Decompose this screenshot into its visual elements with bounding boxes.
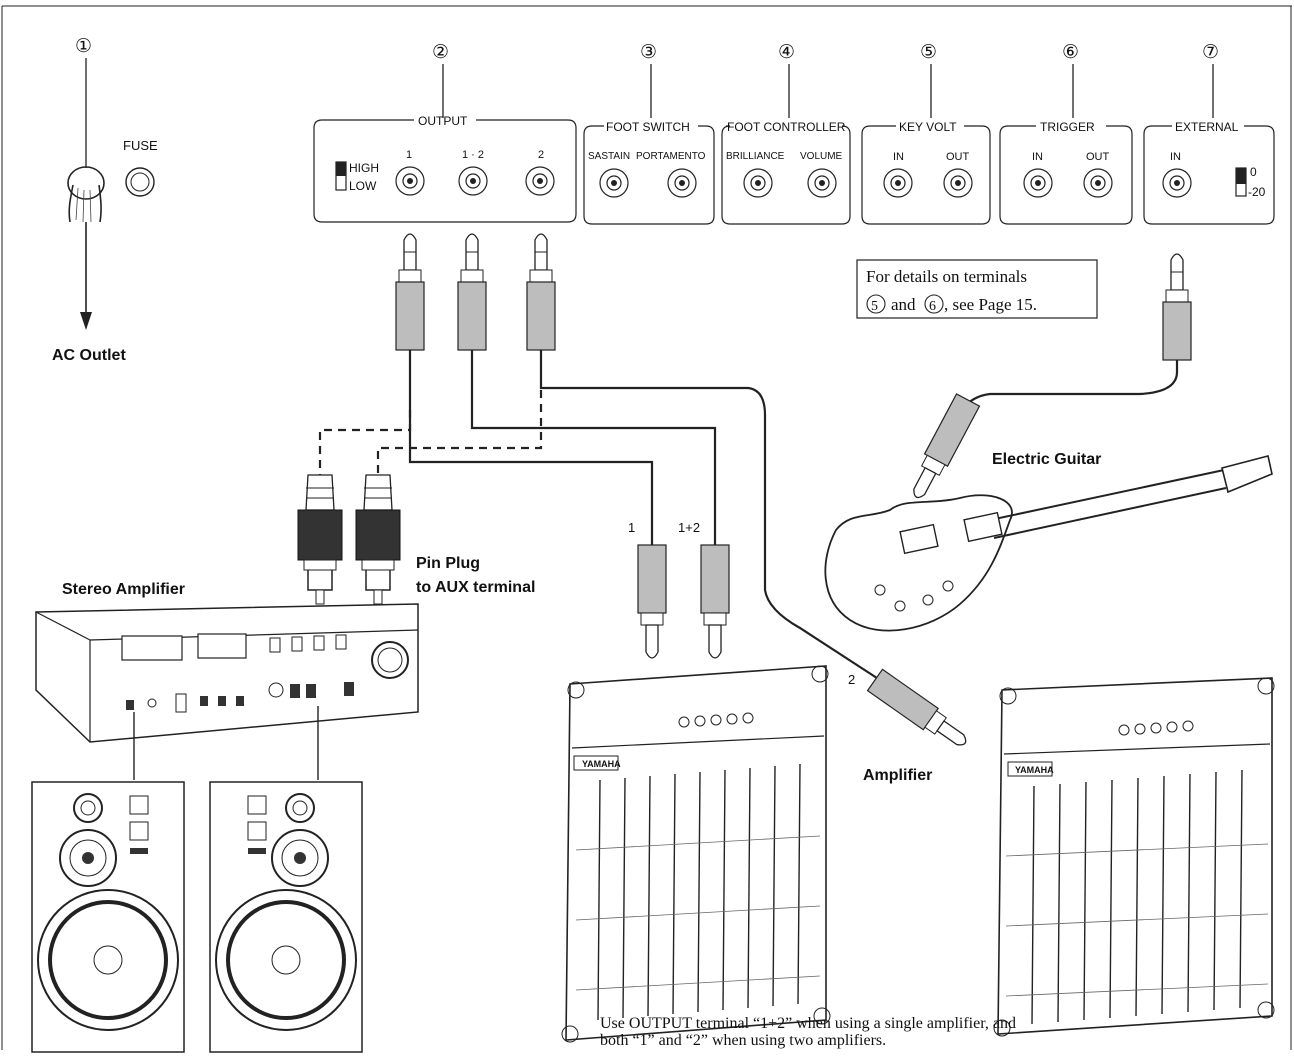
key-volt-title: KEY VOLT [899,120,957,134]
external-in-label: IN [1170,151,1181,163]
amplifier-right: Amplifier YAMAHA [863,678,1274,1036]
plug-output-2 [527,234,555,350]
trigger-panel: TRIGGER IN OUT [1000,120,1132,224]
amplifier-label: Amplifier [863,767,932,784]
plug-output-1 [396,234,424,350]
arrow-down-icon [80,312,92,330]
output-jack-1-label: 1 [406,149,412,161]
output-jack-1[interactable] [396,167,424,195]
note-box: For details on terminals 5 and 6 , see P… [857,260,1097,318]
number-6: ⑥ [1062,41,1079,63]
plug-1-label: 1 [628,520,635,535]
output-jack-2[interactable] [526,167,554,195]
key-volt-in-label: IN [893,151,904,163]
output-jack-12-label: 1 · 2 [462,149,484,161]
pin-plugs: Pin Plug to AUX terminal [298,475,535,604]
external-title: EXTERNAL [1175,120,1239,134]
trigger-in-label: IN [1032,151,1043,163]
electric-guitar: Electric Guitar [825,451,1272,631]
fuse-icon [126,168,154,196]
footer-line-2: both “1” and “2” when using two amplifie… [600,1032,886,1049]
pin-plug-left [298,475,342,604]
plug-guitar [905,394,980,503]
output-panel: OUTPUT HIGH LOW 1 1 · 2 2 [314,114,576,222]
plug-amp-2 [868,669,973,753]
pin-plug-label: Pin Plug [416,555,480,572]
plug-amp-1 [638,545,666,658]
note-circled-5: 5 [871,299,878,314]
level-0-label: 0 [1250,165,1257,179]
plug-12-label: 1+2 [678,520,700,535]
external-in-jack[interactable] [1163,169,1191,197]
high-label: HIGH [349,161,379,175]
volume-label: VOLUME [800,151,843,162]
note-circled-6: 6 [929,299,936,314]
level-20-label: -20 [1248,185,1266,199]
output-title: OUTPUT [418,114,468,128]
number-4: ④ [778,41,795,63]
cables [320,350,1177,680]
foot-controller-title: FOOT CONTROLLER [727,120,846,134]
speaker-left [32,782,184,1052]
ac-outlet-label: AC Outlet [52,347,126,364]
fuse: FUSE [123,138,158,196]
foot-controller-panel: FOOT CONTROLLER BRILLIANCE VOLUME [722,120,850,224]
speaker-right [210,782,362,1052]
key-volt-panel: KEY VOLT IN OUT [862,120,990,224]
amp-right-brand: YAMAHA [1015,765,1054,775]
stereo-amplifier: Stereo Amplifier [36,581,418,780]
foot-switch-panel: FOOT SWITCH SASTAIN PORTAMENTO [584,120,714,224]
note-and: and [891,295,916,314]
number-2: ② [432,41,449,63]
key-volt-out-label: OUT [946,151,970,163]
number-5: ⑤ [920,41,937,63]
external-panel: EXTERNAL IN 0 -20 [1144,120,1274,224]
volume-jack[interactable] [808,169,836,197]
sustain-label: SASTAIN [588,151,630,162]
number-3: ③ [640,41,657,63]
foot-switch-title: FOOT SWITCH [606,120,690,134]
plug-output-12 [458,234,486,350]
low-label: LOW [349,179,377,193]
trigger-in-jack[interactable] [1024,169,1052,197]
amplifier-left: YAMAHA [562,666,830,1042]
output-jack-2-label: 2 [538,149,544,161]
fuse-label: FUSE [123,138,158,153]
trigger-out-jack[interactable] [1084,169,1112,197]
vu-meter-right-icon [198,634,246,658]
note-line-1: For details on terminals [866,267,1027,286]
plug-amp-12 [701,545,729,658]
plug-external [1163,254,1191,360]
brilliance-jack[interactable] [744,169,772,197]
vu-meter-left-icon [122,636,182,660]
circled-numbers: ① ② ③ ④ ⑤ ⑥ ⑦ [75,35,1219,168]
plug-2-label: 2 [848,672,855,687]
stereo-amplifier-label: Stereo Amplifier [62,581,185,598]
output-jack-12[interactable] [459,167,487,195]
to-aux-label: to AUX terminal [416,579,535,596]
volume-knob-icon [372,642,408,678]
footer-line-1: Use OUTPUT terminal “1+2” when using a s… [600,1015,1016,1032]
portamento-label: PORTAMENTO [636,151,706,162]
sustain-jack[interactable] [600,169,628,197]
number-1: ① [75,35,92,57]
trigger-title: TRIGGER [1040,120,1095,134]
key-volt-in-jack[interactable] [884,169,912,197]
key-volt-out-jack[interactable] [944,169,972,197]
pin-plug-right [356,475,400,604]
portamento-jack[interactable] [668,169,696,197]
amp-left-brand: YAMAHA [582,759,621,769]
footer-note: Use OUTPUT terminal “1+2” when using a s… [600,1015,1016,1049]
electric-guitar-label: Electric Guitar [992,451,1101,468]
brilliance-label: BRILLIANCE [726,151,785,162]
trigger-out-label: OUT [1086,151,1110,163]
note-line-2-end: , see Page 15. [944,295,1037,314]
number-7: ⑦ [1202,41,1219,63]
power-cord: AC Outlet [52,167,126,364]
